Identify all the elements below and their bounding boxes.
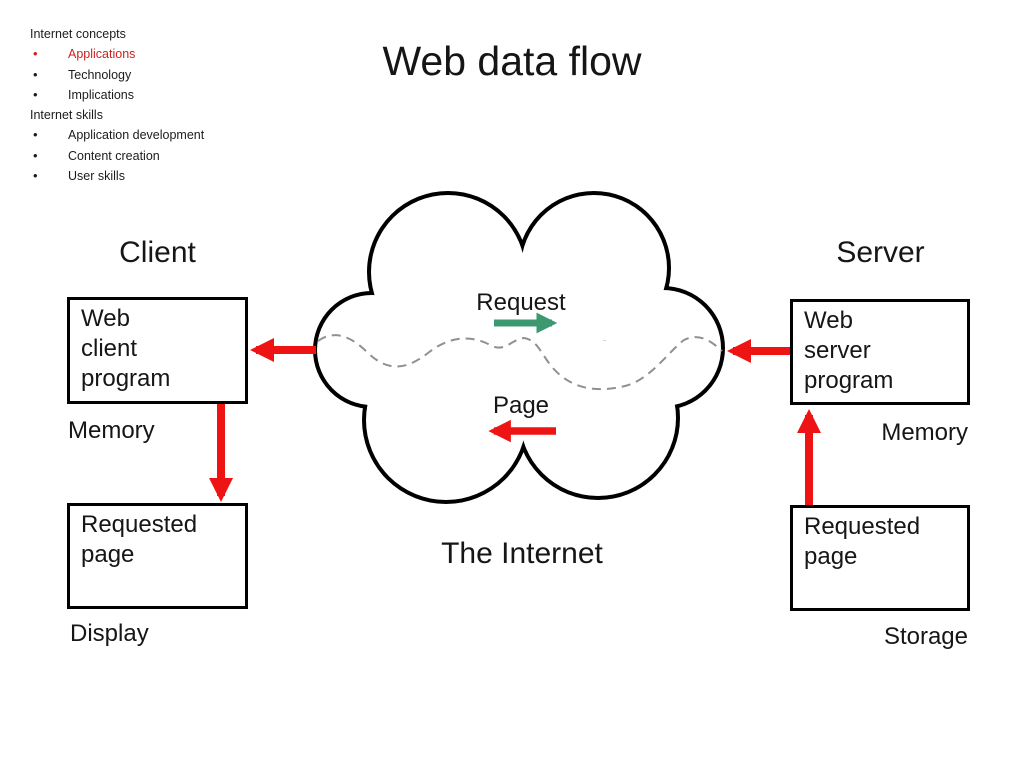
outline-item-content-creation: Content creation (30, 146, 204, 166)
client-heading: Client (119, 236, 196, 269)
outline-item-applications: Applications (30, 44, 204, 64)
storage-label: Storage (883, 623, 968, 650)
outline-item-application-development: Application development (30, 125, 204, 145)
server-requested-page-box: Requested page (790, 505, 970, 611)
outline-item-user-skills: User skills (30, 166, 204, 186)
network-dashed-line (317, 334, 723, 391)
server-memory-label: Memory (881, 419, 968, 446)
outline-item-implications: Implications (30, 85, 204, 105)
web-client-program-box: Web client program (67, 297, 248, 404)
display-label: Display (70, 620, 149, 647)
page-label: Page (492, 392, 550, 419)
server-heading: Server (836, 236, 925, 269)
outline-section-title: Internet skills (30, 108, 103, 123)
internet-cloud (313, 191, 725, 504)
page-title: Web data flow (382, 38, 642, 84)
client-memory-label: Memory (68, 417, 155, 444)
internet-label: The Internet (441, 537, 603, 570)
client-requested-page-box: Requested page (67, 503, 248, 609)
outline-agenda: Internet concepts Applications Technolog… (30, 24, 204, 186)
request-label: Request (476, 289, 566, 316)
web-server-program-box: Web server program (790, 299, 970, 405)
outline-item-technology: Technology (30, 65, 204, 85)
outline-section-title: Internet concepts (30, 27, 126, 41)
